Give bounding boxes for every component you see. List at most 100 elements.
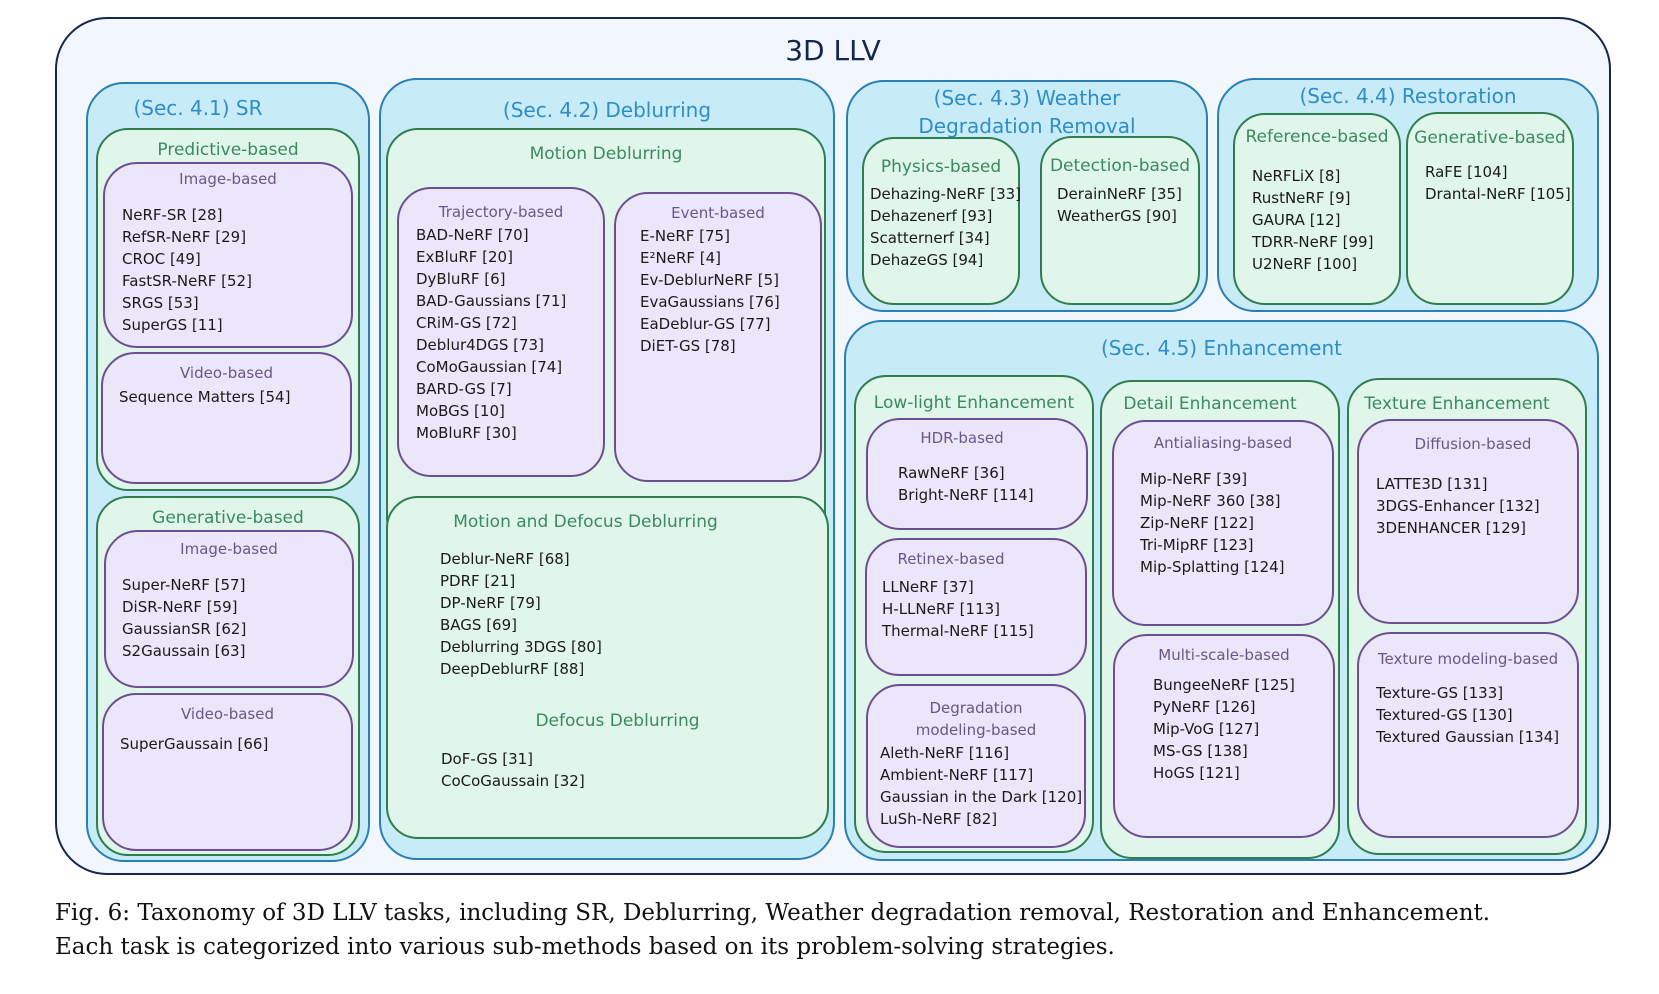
leaf-trajectory-based: Trajectory-based BAD-NeRF [70] ExBluRF [… [397,187,605,477]
method-item: RawNeRF [36] [898,464,1005,482]
method-item: MoBGS [10] [416,402,505,420]
method-item: SuperGS [11] [122,316,223,334]
caption-line-1: Fig. 6: Taxonomy of 3D LLV tasks, includ… [55,900,1491,926]
figure-caption: Fig. 6: Taxonomy of 3D LLV tasks, includ… [55,896,1615,964]
method-item: E²NeRF [4] [640,249,722,267]
group-motion-title: Motion Deblurring [529,144,683,164]
group-restoration-generative-based: Generative-based RaFE [104] Drantal-NeRF… [1406,112,1574,305]
leaf-title-line1: Degradation [929,699,1023,717]
method-item: BARD-GS [7] [416,380,512,398]
method-item: BAD-Gaussians [71] [416,292,567,310]
leaf-title: HDR-based [920,429,1004,447]
method-item: Scatternerf [34] [870,229,990,247]
group-detection-based: Detection-based DerainNeRF [35] WeatherG… [1040,136,1200,305]
leaf-retinex-based: Retinex-based LLNeRF [37] H-LLNeRF [113]… [865,538,1087,676]
method-list: Deblur-NeRF [68] PDRF [21] DP-NeRF [79] … [440,548,602,680]
method-item: H-LLNeRF [113] [882,600,1001,618]
method-list: RaFE [104] Drantal-NeRF [105] [1425,161,1571,205]
method-item: DerainNeRF [35] [1057,185,1182,203]
leaf-degradation-modeling-based: Degradation modeling-based Aleth-NeRF [1… [866,684,1086,848]
group-generative-title: Generative-based [152,508,304,528]
method-item: U2NeRF [100] [1252,255,1358,273]
method-item: Dehazing-NeRF [33] [870,185,1022,203]
method-item: Drantal-NeRF [105] [1425,185,1571,203]
method-item: EaDeblur-GS [77] [640,315,771,333]
method-item: EvaGaussians [76] [640,293,780,311]
leaf-sr-predictive-image: Image-based NeRF-SR [28] RefSR-NeRF [29]… [103,162,353,348]
method-item: RaFE [104] [1425,163,1508,181]
group-lowlight-title: Low-light Enhancement [873,393,1075,413]
method-item: Sequence Matters [54] [119,388,291,406]
method-list: Super-NeRF [57] DiSR-NeRF [59] GaussianS… [122,574,246,662]
method-list: E-NeRF [75] E²NeRF [4] Ev-DeblurNeRF [5]… [640,225,780,357]
method-list: Dehazing-NeRF [33] Dehazenerf [93] Scatt… [870,183,1021,271]
method-item: 3DENHANCER [129] [1376,519,1527,537]
group-physics-title: Physics-based [880,157,1002,177]
method-list: Mip-NeRF [39] Mip-NeRF 360 [38] Zip-NeRF… [1140,468,1285,578]
method-item: HoGS [121] [1153,764,1240,782]
method-item: GAURA [12] [1252,211,1341,229]
method-list: SuperGaussain [66] [120,733,268,755]
group-detection-title: Detection-based [1049,156,1191,176]
method-item: BAD-NeRF [70] [416,226,529,244]
method-item: MS-GS [138] [1153,742,1248,760]
method-item: Deblur4DGS [73] [416,336,544,354]
leaf-sr-predictive-video: Video-based Sequence Matters [54] [101,352,352,484]
group-reference-title: Reference-based [1245,127,1389,147]
method-list: BungeeNeRF [125] PyNeRF [126] Mip-VoG [1… [1153,674,1295,784]
method-item: DiET-GS [78] [640,337,736,355]
method-item: Aleth-NeRF [116] [880,744,1010,762]
method-list: RawNeRF [36] Bright-NeRF [114] [898,462,1034,506]
method-list: DoF-GS [31] CoCoGaussain [32] [441,748,585,792]
section-restoration-title: (Sec. 4.4) Restoration [1299,84,1517,108]
method-list: DerainNeRF [35] WeatherGS [90] [1057,183,1182,227]
section-weather-title-line1: (Sec. 4.3) Weather [933,86,1121,110]
method-item: Textured Gaussian [134] [1376,728,1560,746]
leaf-hdr-based: HDR-based RawNeRF [36] Bright-NeRF [114] [866,418,1088,530]
leaf-title: Texture modeling-based [1377,650,1559,668]
leaf-antialiasing-based: Antialiasing-based Mip-NeRF [39] Mip-NeR… [1112,420,1334,626]
leaf-title: Diffusion-based [1414,435,1532,453]
method-list: LLNeRF [37] H-LLNeRF [113] Thermal-NeRF … [882,576,1034,642]
leaf-texture-modeling-based: Texture modeling-based Texture-GS [133] … [1357,632,1579,838]
method-item: DeepDeblurRF [88] [440,660,585,678]
method-item: CRiM-GS [72] [416,314,517,332]
method-list: Aleth-NeRF [116] Ambient-NeRF [117] Gaus… [880,742,1082,830]
diagram-title: 3D LLV [785,34,881,67]
leaf-title: Image-based [179,170,277,188]
method-item: DP-NeRF [79] [440,594,541,612]
method-item: LLNeRF [37] [882,578,974,596]
method-item: 3DGS-Enhancer [132] [1376,497,1540,515]
group-restoration-generative-title: Generative-based [1414,128,1566,148]
caption-line-2: Each task is categorized into various su… [55,934,1115,960]
leaf-title: Event-based [671,204,765,222]
method-item: S2Gaussain [63] [122,642,246,660]
method-item: Zip-NeRF [122] [1140,514,1254,532]
method-item: Gaussian in the Dark [120] [880,788,1083,806]
method-item: GaussianSR [62] [122,620,247,638]
method-item: NeRFLiX [8] [1252,167,1341,185]
method-item: Ev-DeblurNeRF [5] [640,271,780,289]
method-item: Textured-GS [130] [1376,706,1513,724]
method-item: BAGS [69] [440,616,517,634]
leaf-title: Antialiasing-based [1153,434,1293,452]
method-item: Texture-GS [133] [1376,684,1504,702]
leaf-multi-scale-based: Multi-scale-based BungeeNeRF [125] PyNeR… [1113,634,1335,838]
leaf-title: Video-based [181,705,274,723]
method-item: SuperGaussain [66] [120,735,269,753]
method-item: Mip-NeRF [39] [1140,470,1248,488]
method-item: LATTE3D [131] [1376,475,1488,493]
method-item: DoF-GS [31] [441,750,534,768]
method-item: PyNeRF [126] [1153,698,1256,716]
method-item: Mip-Splatting [124] [1140,558,1285,576]
method-item: DiSR-NeRF [59] [122,598,238,616]
method-item: Mip-NeRF 360 [38] [1140,492,1281,510]
leaf-diffusion-based: Diffusion-based LATTE3D [131] 3DGS-Enhan… [1357,419,1579,624]
defocus-deblurring-title: Defocus Deblurring [535,711,700,731]
method-item: NeRF-SR [28] [122,206,223,224]
method-list: BAD-NeRF [70] ExBluRF [20] DyBluRF [6] B… [416,224,566,444]
leaf-title-line2: modeling-based [915,721,1037,739]
method-item: Deblurring 3DGS [80] [440,638,602,656]
leaf-title: Video-based [180,364,273,382]
method-item: TDRR-NeRF [99] [1252,233,1374,251]
